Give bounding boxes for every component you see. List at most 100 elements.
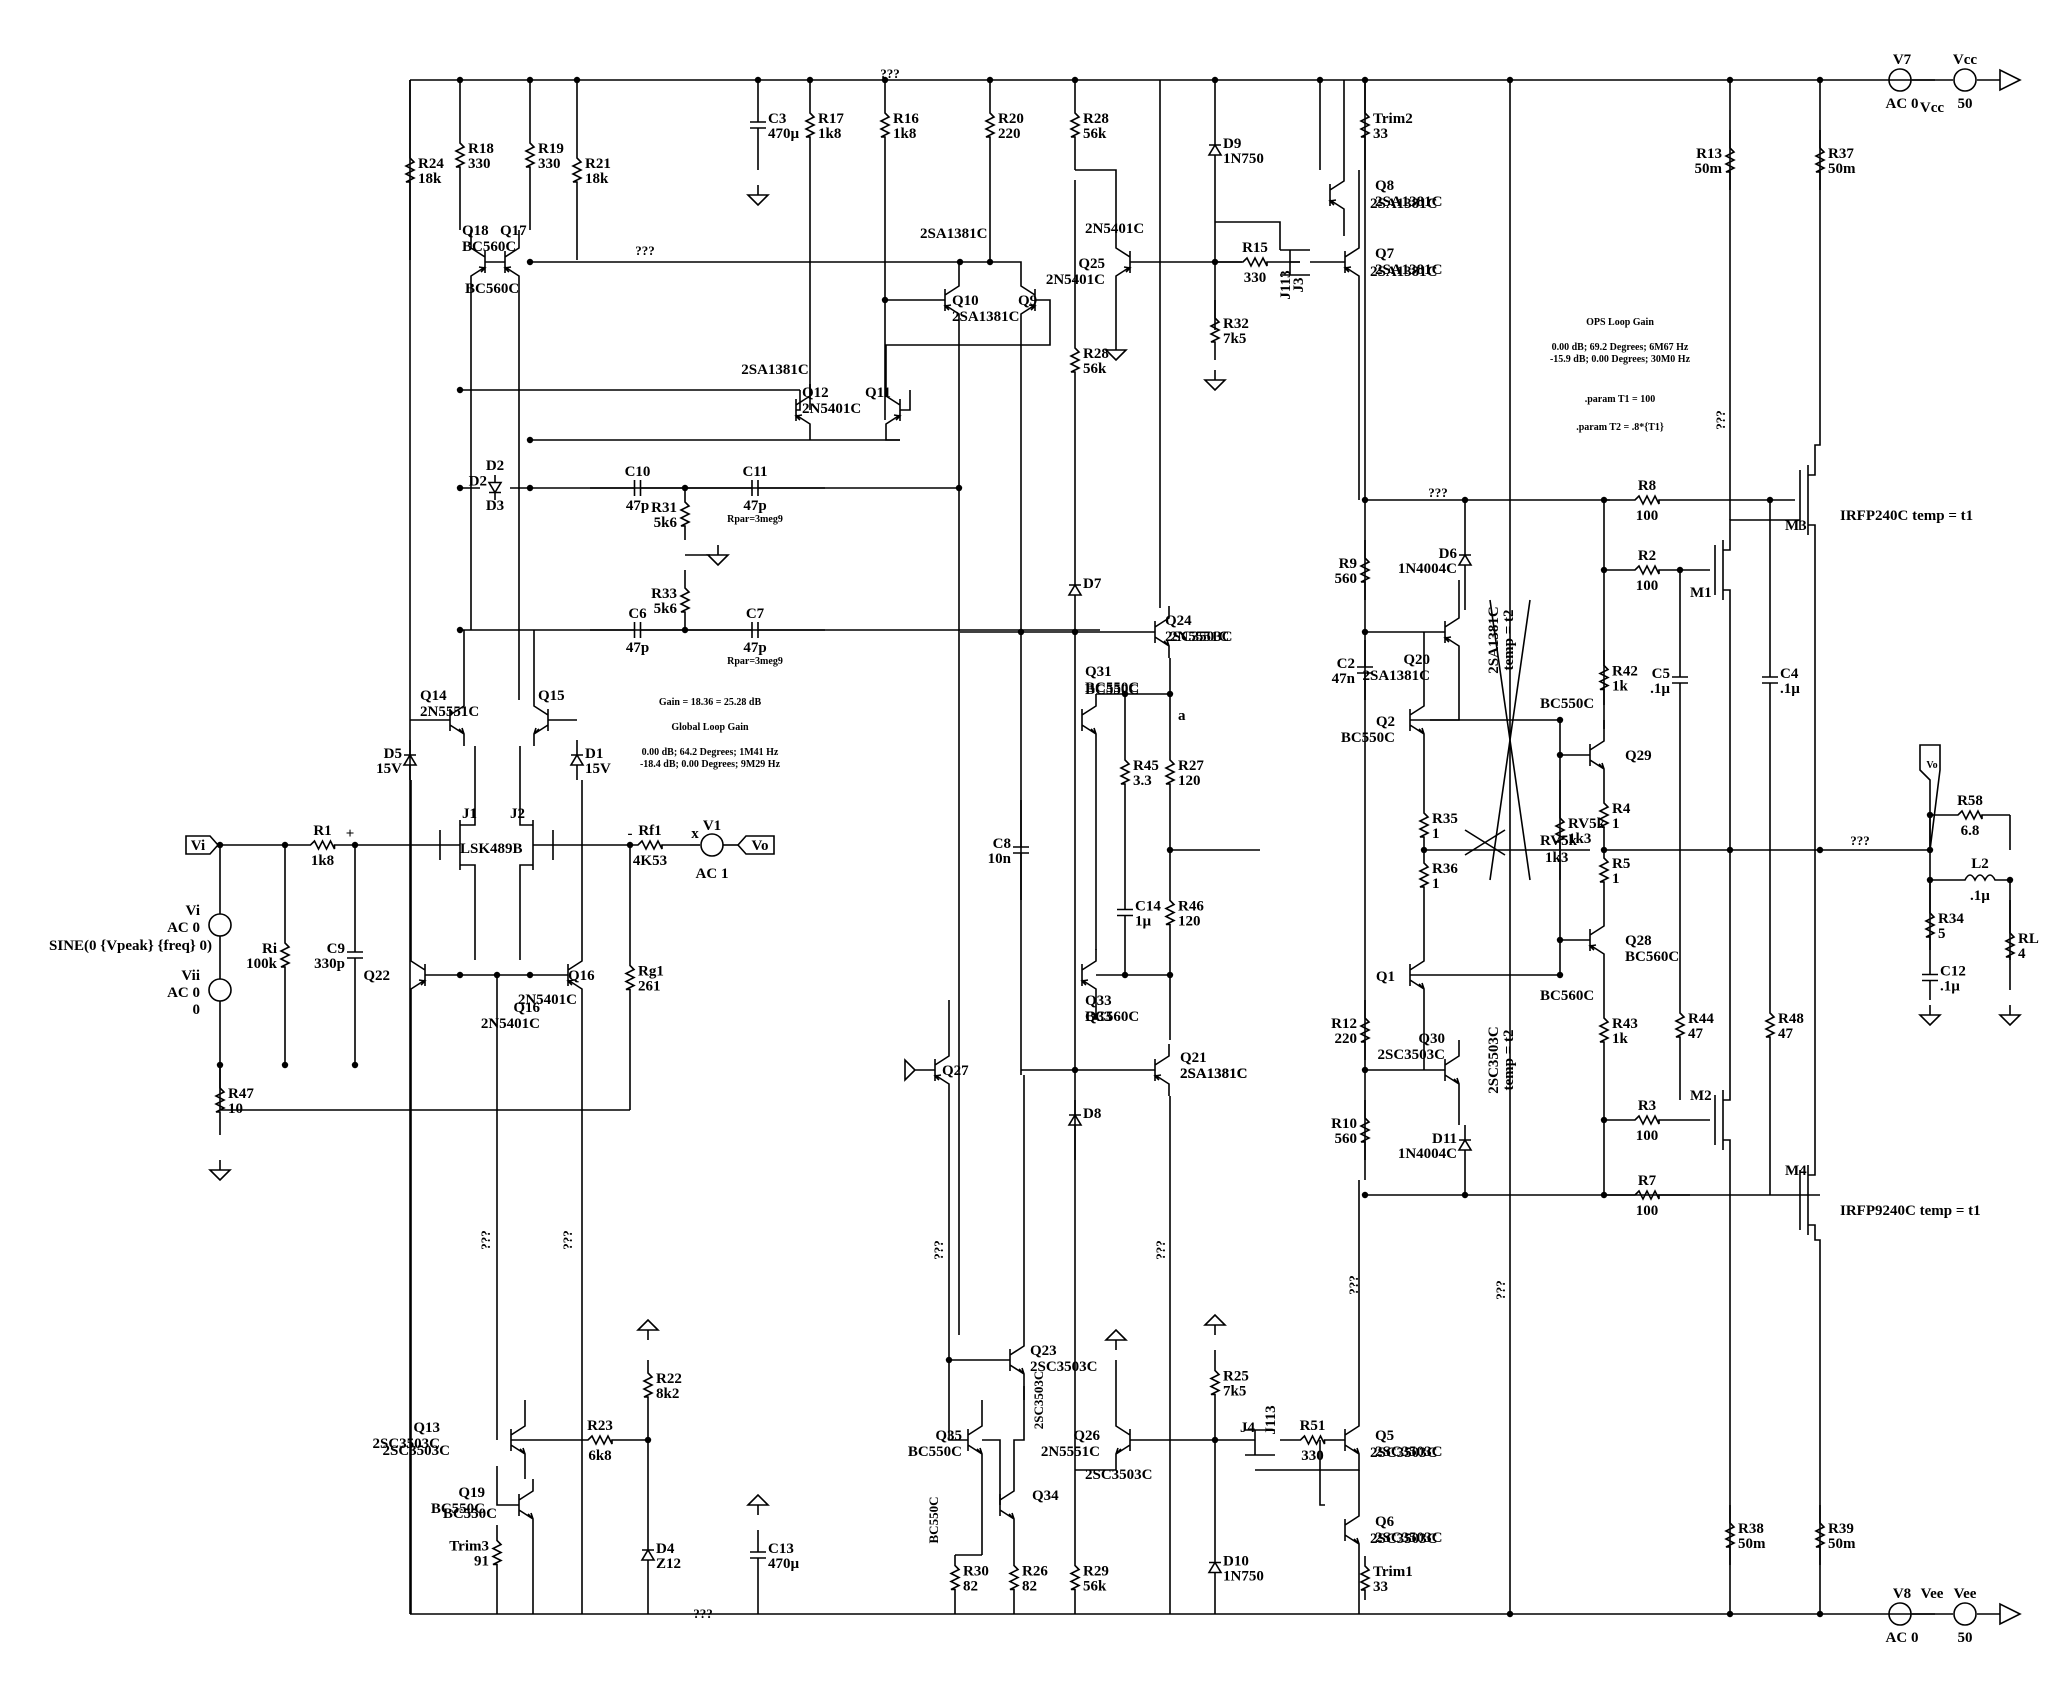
l2-ref: L2 [1971, 856, 1989, 872]
plus-sign: + [346, 826, 355, 842]
resistor-ref: R3 [1638, 1098, 1656, 1114]
q12-part: 2SA1381C [741, 362, 809, 378]
resistor-value: 100k [246, 956, 278, 972]
resistor-rg1 [624, 845, 636, 1110]
transistor-q19 [518, 1479, 534, 1531]
wire [1319, 1180, 1360, 1506]
j4-ref: J4 [1240, 1420, 1256, 1436]
junction-dot [1556, 936, 1564, 944]
resistor-value: 1 [1432, 826, 1440, 842]
transistor-ref: Q1 [1376, 969, 1395, 985]
j3-ref: J3 [1291, 278, 1307, 293]
vo-flag-in [736, 835, 775, 855]
q31-part: BC550C [1085, 682, 1139, 698]
transistor-q29 [1589, 729, 1605, 781]
transistor-ref: Q24 [1165, 613, 1192, 629]
resistor-r12 [1359, 1000, 1371, 1060]
junction-dot [526, 436, 534, 444]
resistor-ref: R16 [893, 111, 919, 127]
capacitor-ref: C6 [628, 606, 647, 622]
resistor-rf1 [610, 839, 690, 851]
junction-dot [1816, 846, 1824, 854]
transistor-q21 [1153, 1044, 1170, 1096]
capacitor-ref: C10 [625, 464, 651, 480]
junction-dot [2006, 876, 2014, 884]
capacitor-c14 [1117, 850, 1133, 975]
d3-ref: D3 [486, 498, 504, 514]
resistor-value: 1 [1432, 876, 1440, 892]
junction-dot [956, 258, 964, 266]
vii-name: Vii [181, 968, 200, 984]
diode-ref: D1 [585, 746, 603, 762]
transistor-part: 2SA1381C [1180, 1066, 1248, 1082]
wire [1310, 170, 1360, 500]
ground-c12 [1918, 1005, 1942, 1027]
diode-d2 [487, 475, 503, 500]
wire [470, 230, 520, 236]
q10-part: 2SA1381C [920, 226, 988, 242]
resistor-ref: R39 [1828, 1521, 1854, 1537]
j4-part: J113 [1263, 1405, 1279, 1434]
m3-part: IRFP240C temp = t1 [1840, 508, 1973, 524]
resistor-r21 [571, 80, 583, 260]
resistor-value: 100 [1636, 1128, 1659, 1144]
diode-part: 1N4004C [1398, 561, 1457, 577]
capacitor-value: 470µ [768, 1556, 800, 1572]
q8-part: 2SA1381C [1370, 196, 1438, 212]
transistor-part: 2N5401C [802, 401, 861, 417]
supply-r22 [636, 1318, 660, 1340]
resistor-r45 [1119, 694, 1131, 850]
source-ref: V8 [1893, 1586, 1911, 1602]
source-ac: AC 0 [1886, 96, 1919, 112]
junction-dot [1766, 496, 1774, 504]
resistor-ref: Trim3 [449, 1539, 489, 1555]
fet-m3 [1799, 80, 1821, 850]
resistor-ref: R48 [1778, 1011, 1804, 1027]
diode-d11 [1457, 1125, 1473, 1165]
x-net: x [691, 826, 699, 842]
vo-flag-out [1919, 744, 1941, 851]
transistor-ref: Q10 [952, 293, 979, 309]
junction-dot [1556, 751, 1564, 759]
transistor-ref: Q9 [1018, 293, 1037, 309]
unknown-wire: ??? [1346, 1275, 1361, 1295]
capacitor-value: .1µ [1650, 681, 1670, 697]
capacitor-rpar: Rpar=3meg9 [727, 514, 783, 525]
resistor-r23 [560, 1434, 640, 1446]
global-line1: 0.00 dB; 64.2 Degrees; 1M41 Hz [642, 747, 779, 758]
transistor-part: 2SA1381C [1375, 262, 1443, 278]
resistor-ref: R43 [1612, 1016, 1638, 1032]
resistor-r48 [1764, 990, 1776, 1060]
transistor-part: 2SC3503C [1375, 1444, 1443, 1460]
transistor-q31 [1081, 694, 1097, 746]
capacitor-c8 [1013, 800, 1029, 900]
ops-title: OPS Loop Gain [1586, 317, 1654, 328]
resistor-r37 [1814, 130, 1826, 190]
resistor-ref: R21 [585, 156, 611, 172]
resistor-ref: R35 [1432, 811, 1458, 827]
resistor-r9 [1359, 540, 1371, 600]
transistor-ref: Q19 [458, 1485, 485, 1501]
transistor-ref: Q7 [1375, 246, 1395, 262]
transistor-q7 [1343, 236, 1360, 288]
wire [809, 344, 1021, 441]
capacitor-value: .1µ [1940, 979, 1960, 995]
resistor-ref: R46 [1178, 899, 1204, 915]
resistor-value: 10 [228, 1101, 243, 1117]
q6-part: 2SC3503C [1370, 1531, 1438, 1547]
capacitor-c7 [685, 622, 825, 638]
resistor-r36 [1418, 850, 1430, 900]
capacitor-value: 1µ [1135, 914, 1152, 930]
junction-dot [1461, 1191, 1469, 1199]
transistor-ref: Q20 [1403, 652, 1430, 668]
junction-dot [1316, 76, 1324, 84]
bias-unknown: ??? [635, 243, 655, 258]
transistor-ref: Q33 [1085, 993, 1112, 1009]
transistor-ref: Q29 [1625, 748, 1652, 764]
q16-part: 2N5401C [518, 992, 577, 1008]
resistor-r39 [1814, 1505, 1826, 1565]
resistor-r22 [642, 1360, 654, 1410]
junction-dot [526, 76, 534, 84]
junction-dot [1556, 971, 1564, 979]
junction-dot [456, 76, 464, 84]
